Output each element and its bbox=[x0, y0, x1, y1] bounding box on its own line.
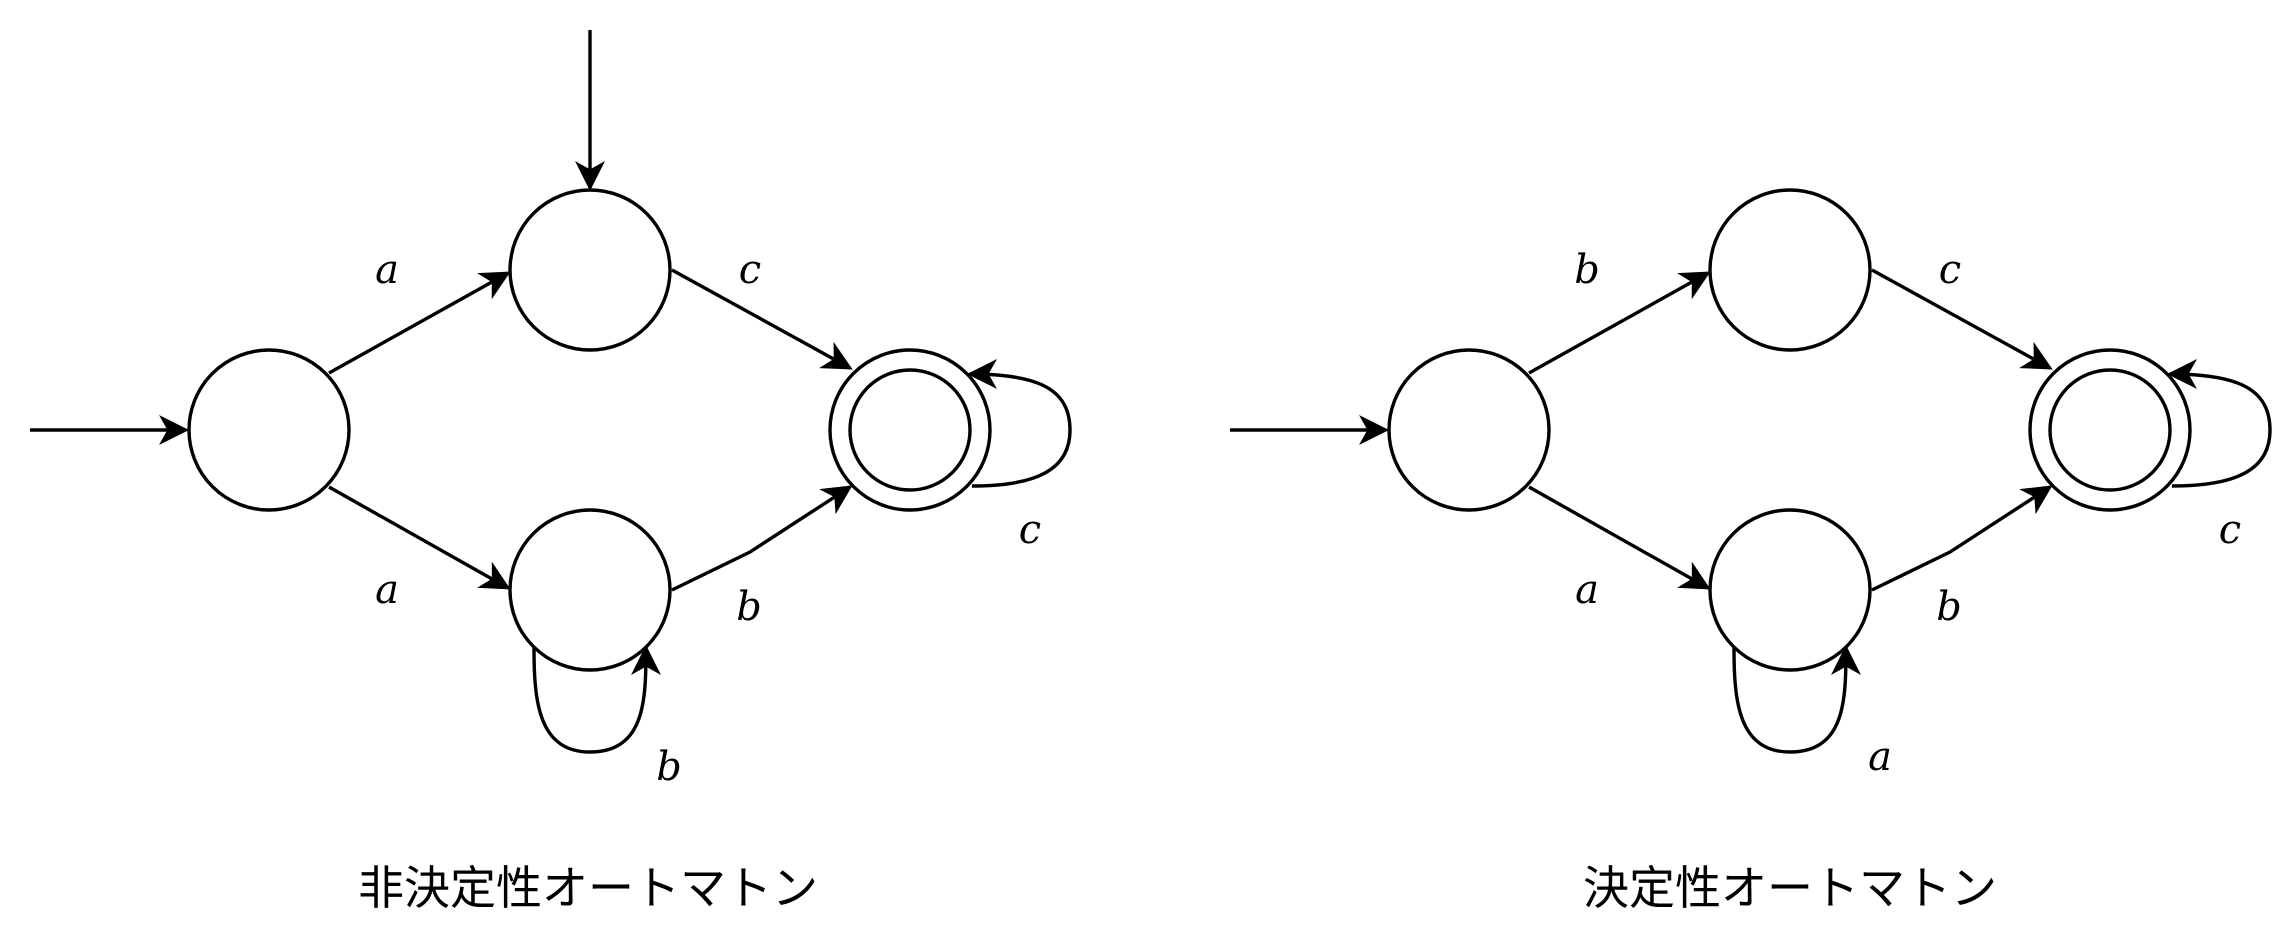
nfa-edge-start-to-top bbox=[328, 271, 511, 375]
dfa-edge-start-to-bottom bbox=[1528, 485, 1711, 590]
dfa-label-bottom-to-final: b bbox=[1936, 584, 1962, 630]
nfa-state-final-inner bbox=[848, 368, 972, 492]
dfa-caption: 決定性オートマトン bbox=[1583, 861, 1997, 915]
nfa-label-bottom-to-final: b bbox=[736, 584, 762, 630]
nfa-state-bottom[interactable] bbox=[508, 508, 672, 672]
nfa-label-start-to-top: a bbox=[375, 247, 399, 293]
nfa-label-start-to-bottom: a bbox=[375, 567, 399, 613]
nfa-edge-start-to-bottom bbox=[328, 485, 511, 590]
nfa-loop-bottom bbox=[532, 645, 661, 754]
dfa-label-bottom-loop: a bbox=[1868, 734, 1892, 780]
dfa-loop-bottom bbox=[1732, 645, 1861, 754]
dfa-edge-bottom-to-final bbox=[1871, 485, 2053, 592]
dfa-edge-top-to-final bbox=[1871, 268, 2053, 370]
dfa-state-bottom[interactable] bbox=[1708, 508, 1872, 672]
dfa-state-start[interactable] bbox=[1387, 348, 1551, 512]
nfa-edge-top-to-final bbox=[671, 268, 853, 370]
dfa-label-start-to-top: b bbox=[1574, 247, 1600, 293]
nfa-loop-final bbox=[967, 359, 1072, 488]
dfa-label-top-to-final: c bbox=[1939, 247, 1961, 293]
nfa-state-start[interactable] bbox=[187, 348, 351, 512]
nfa-caption: 非決定性オートマトン bbox=[358, 861, 818, 915]
nfa-label-top-to-final: c bbox=[739, 247, 761, 293]
nfa-label-bottom-loop: b bbox=[656, 744, 682, 790]
dfa-state-final-inner bbox=[2048, 368, 2172, 492]
dfa-label-start-to-bottom: a bbox=[1575, 567, 1599, 613]
nfa-state-top[interactable] bbox=[508, 188, 672, 352]
nfa-diagram: a c a b b c 非決定性オートマトン bbox=[30, 30, 1072, 915]
nfa-label-final-loop: c bbox=[1019, 507, 1041, 553]
dfa-label-final-loop: c bbox=[2219, 507, 2241, 553]
dfa-edge-start-to-top bbox=[1528, 271, 1711, 375]
nfa-edge-bottom-to-final bbox=[671, 485, 853, 592]
dfa-diagram: b c a b a c 決定性オートマトン bbox=[1230, 188, 2272, 915]
dfa-loop-final bbox=[2167, 359, 2272, 488]
dfa-state-top[interactable] bbox=[1708, 188, 1872, 352]
